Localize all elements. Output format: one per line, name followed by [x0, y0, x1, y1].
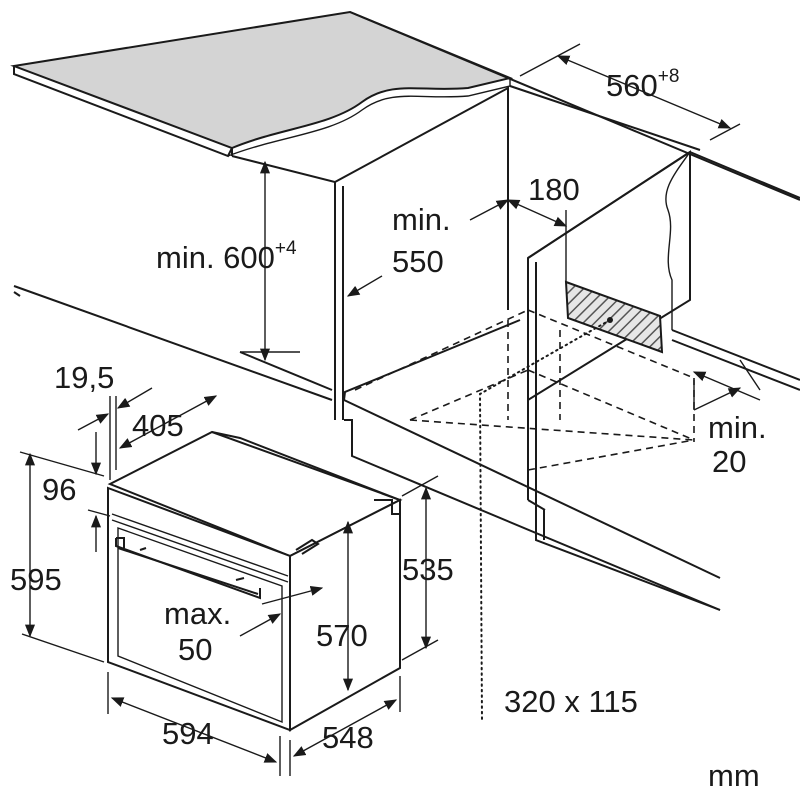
label-height-595: 595 — [10, 562, 62, 597]
cabinet-structure — [13, 85, 800, 611]
label-min-height: min. 600+4 — [156, 238, 297, 275]
dimension-lines — [19, 43, 761, 776]
niche-hidden-edges — [354, 309, 695, 471]
worktop — [10, 10, 800, 201]
label-offset: 19,5 — [54, 360, 114, 395]
label-height-96: 96 — [42, 472, 76, 507]
oven — [107, 430, 403, 732]
label-height-570: 570 — [316, 618, 368, 653]
label-depth-vent: 180 — [528, 172, 580, 207]
label-width-594: 594 — [162, 716, 214, 751]
label-min-depth: 550 — [392, 244, 444, 279]
label-units: mm — [708, 758, 760, 793]
label-depth-548: 548 — [322, 720, 374, 755]
label-width-niche: 560+8 — [606, 66, 679, 103]
label-height-535: 535 — [402, 552, 454, 587]
label-max-value: 50 — [178, 632, 212, 667]
label-gap-min-prefix: min. — [708, 410, 767, 445]
label-gap-min-value: 20 — [712, 444, 746, 479]
label-min-depth-prefix: min. — [392, 202, 451, 237]
label-depth-405: 405 — [132, 408, 184, 443]
label-vent-size: 320 x 115 — [504, 684, 638, 719]
label-max-prefix: max. — [164, 596, 231, 631]
dimension-labels: 560+8 180 min. 550 min. 600+4 19,5 405 9… — [10, 66, 767, 793]
